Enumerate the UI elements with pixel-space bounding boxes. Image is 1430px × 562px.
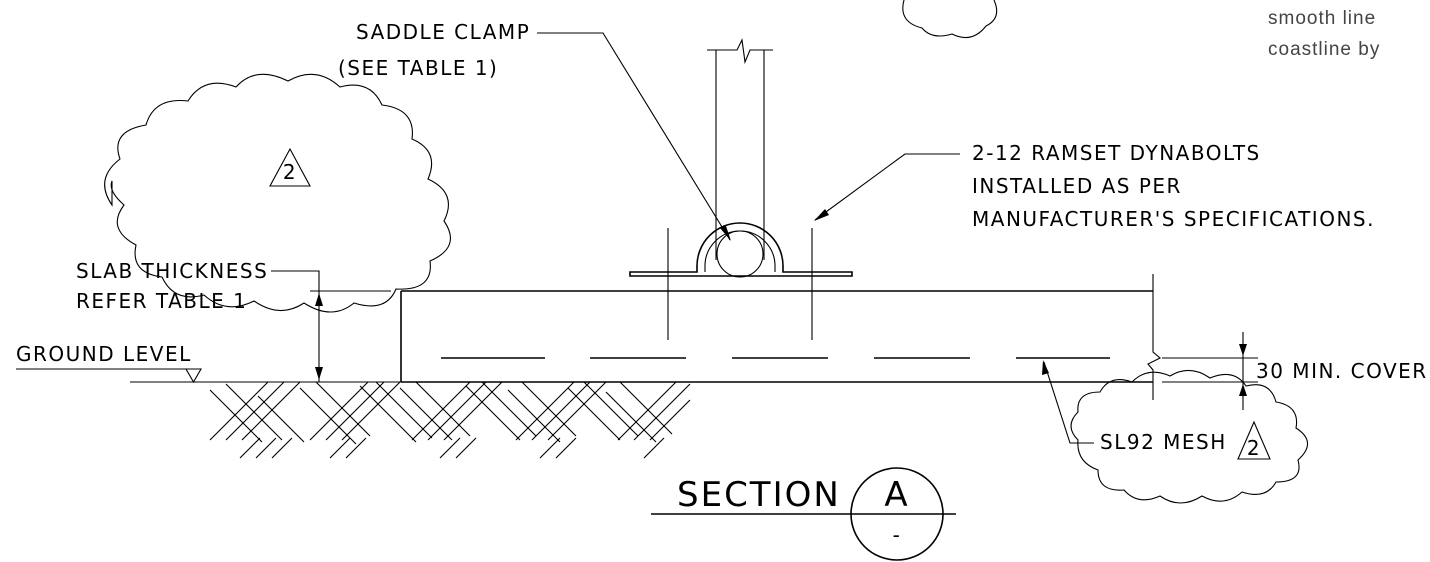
dynabolt-label-2: INSTALLED AS PER (972, 174, 1182, 198)
section-sheet: - (893, 523, 902, 547)
saddle-clamp (629, 222, 853, 278)
dynabolt-label-1: 2-12 RAMSET DYNABOLTS (972, 141, 1261, 165)
section-letter: A (884, 475, 909, 515)
slab-thickness-ref: REFER TABLE 1 (76, 289, 247, 313)
revision-number-right: 2 (1247, 436, 1261, 460)
section-title: SECTION (677, 475, 841, 515)
mesh-leader (1043, 361, 1094, 444)
pipe-post (707, 38, 773, 260)
slab-thickness-label: SLAB THICKNESS (76, 259, 268, 283)
section-marker: SECTION A - (651, 467, 956, 561)
earth-hatch (209, 381, 691, 459)
min-cover-dimension (1162, 332, 1258, 410)
revision-cloud-right (1070, 369, 1309, 504)
slab-thickness-dimension (310, 290, 391, 382)
dynabolt-arrowhead (814, 209, 829, 221)
note-line-1: smooth line (1268, 8, 1376, 29)
dynabolt-leader (814, 153, 960, 221)
note-fragment: smooth line coastline by (1268, 8, 1380, 60)
saddle-clamp-label: SADDLE CLAMP (356, 20, 530, 44)
ground-level-label: GROUND LEVEL (16, 342, 192, 366)
saddle-clamp-leader (537, 32, 731, 241)
revision-number-left: 2 (283, 160, 297, 184)
mesh-arrowhead (1042, 360, 1049, 375)
min-cover-label: 30 MIN. COVER (1256, 359, 1428, 383)
ground-level-marker (16, 368, 401, 384)
slab-thickness-leader (271, 270, 320, 291)
saddle-clamp-ref: (SEE TABLE 1) (338, 56, 498, 80)
note-line-2: coastline by (1268, 39, 1380, 60)
revision-triangle-left: 2 (269, 147, 311, 187)
revision-cloud-left (104, 73, 452, 313)
mesh-label: SL92 MESH (1100, 430, 1227, 454)
revision-triangle-right: 2 (1237, 420, 1271, 460)
concrete-slab (400, 274, 1161, 400)
revision-cloud-top (902, 0, 998, 39)
dynabolt-label-3: MANUFACTURER'S SPECIFICATIONS. (972, 207, 1375, 231)
